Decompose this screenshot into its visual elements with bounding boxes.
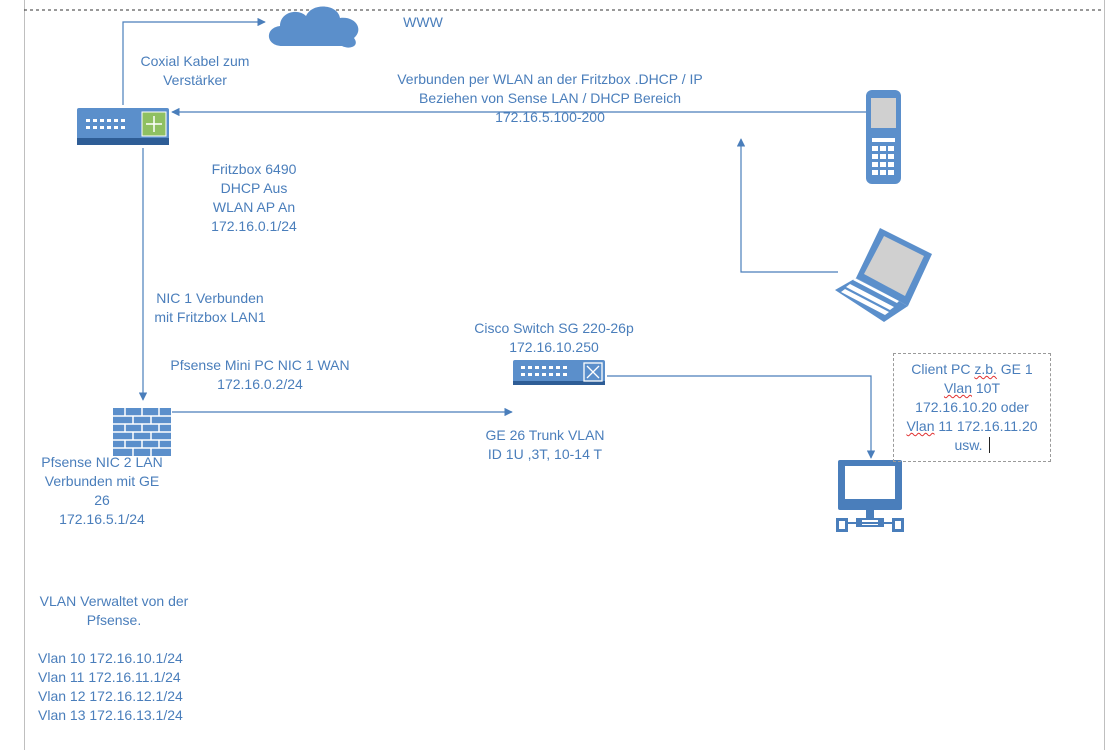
nic1-label: NIC 1 Verbunden mit Fritzbox LAN1 [154,290,266,325]
connector-laptop-up [736,138,838,273]
page-edge-right [1104,0,1105,750]
vlan-list-item: Vlan 11 172.16.11.1/24 [38,669,181,685]
connector-modem-cloud [122,17,266,105]
firewall-icon [113,408,171,456]
vlan-list: Vlan 10 172.16.10.1/24 Vlan 11 172.16.11… [38,649,183,725]
fritzbox-label: Fritzbox 6490 DHCP Aus WLAN AP An 172.16… [211,161,297,234]
phone-icon [866,90,901,184]
wlan-label: Verbunden per WLAN an der Fritzbox .DHCP… [397,71,703,125]
cisco-switch-label: Cisco Switch SG 220-26p 172.16.10.250 [474,320,634,355]
connector-switch-client [607,375,876,459]
modem-icon [77,108,169,145]
vlan-managed-label: VLAN Verwaltet von der Pfsense. [39,593,189,628]
text-cursor [988,437,990,453]
cloud-icon [268,6,359,48]
vlan-list-item: Vlan 12 172.16.12.1/24 [38,688,183,704]
switch-icon [513,360,605,385]
page-edge-left [24,0,25,750]
trunk-label: GE 26 Trunk VLAN ID 1U ,3T, 10-14 T [485,427,605,462]
client-pc-label: Client PC z.b. GE 1 Vlan 10T 172.16.10.2… [906,361,1038,453]
laptop-icon [835,228,932,322]
workstation-icon [836,460,904,532]
vlan-list-item: Vlan 10 172.16.10.1/24 [38,650,183,666]
www-label: WWW [403,14,443,30]
coax-label: Coxial Kabel zum Verstärker [140,53,250,88]
vlan-list-item: Vlan 13 172.16.13.1/24 [38,707,183,723]
pfsense-lan-label: Pfsense NIC 2 LAN Verbunden mit GE 26 17… [41,454,163,527]
pfsense-wan-label: Pfsense Mini PC NIC 1 WAN 172.16.0.2/24 [170,357,350,392]
client-pc-textbox[interactable]: Client PC z.b. GE 1 Vlan 10T 172.16.10.2… [893,353,1051,462]
